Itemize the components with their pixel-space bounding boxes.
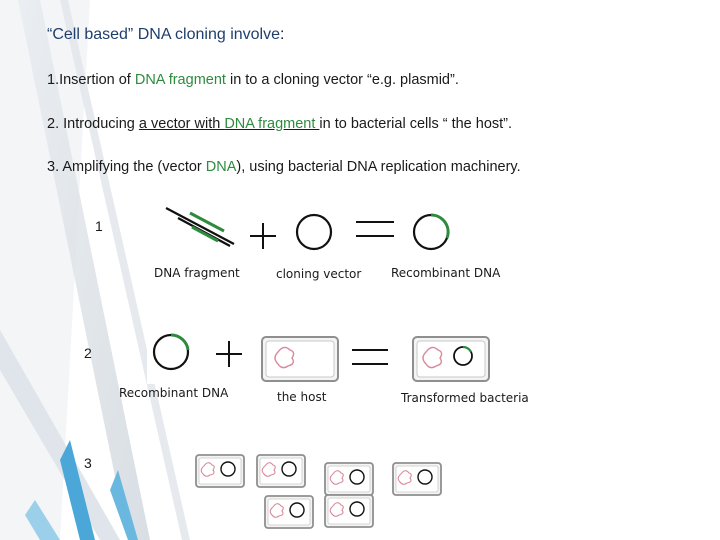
equals-icon (352, 349, 388, 365)
plus-icon (250, 223, 276, 249)
transformed-bacteria-icon (412, 336, 490, 382)
bacterium-icon (256, 454, 306, 488)
slide-title: “Cell based” DNA cloning involve: (47, 26, 284, 44)
bacterium-icon (324, 462, 374, 496)
recombinant-dna-label: Recombinant DNA (391, 266, 501, 280)
step-3: 3. Amplifying the (vector DNA), using ba… (47, 159, 521, 175)
row-2-number: 2 (84, 345, 92, 361)
step-highlight: DNA fragment (224, 116, 320, 132)
host-label: the host (277, 390, 327, 404)
cloning-vector-label: cloning vector (276, 267, 362, 281)
step-text: Introducing (59, 116, 139, 132)
title-quoted: “Cell based” (47, 26, 134, 43)
row-1-number: 1 (95, 218, 103, 234)
step-number: 1. (47, 72, 60, 88)
title-colon: : (280, 26, 285, 43)
bacterium-icon (264, 495, 314, 529)
bacterium-icon (195, 454, 245, 488)
bacterium-icon (392, 462, 442, 496)
step-text: ), using bacterial DNA replication machi… (236, 159, 521, 175)
step-text: in to a cloning vector “e.g. plasmid”. (225, 72, 459, 88)
step-2: 2. Introducing a vector with DNA fragmen… (47, 116, 512, 132)
step-number: 2. (47, 116, 60, 132)
cloning-vector-icon (295, 213, 333, 251)
step-text: Insertion of (59, 72, 135, 88)
title-rest: DNA cloning involve (133, 26, 281, 43)
step-number: 3. (47, 159, 60, 175)
host-cell-icon (261, 336, 339, 382)
row-3-number: 3 (84, 455, 92, 471)
dna-fragment-label: DNA fragment (154, 266, 240, 280)
step-text: Amplifying the (vector (59, 159, 206, 175)
dna-fragment-icon (165, 207, 235, 247)
step-highlight: DNA fragment (134, 72, 226, 88)
plus-icon (216, 341, 242, 367)
step-1: 1.Insertion of DNA fragment in to a clon… (47, 72, 459, 88)
bacterium-icon (324, 494, 374, 528)
recombinant-dna-icon (152, 333, 190, 371)
equals-icon (356, 221, 394, 237)
recombinant-dna-icon (412, 213, 450, 251)
step-text: in to bacterial cells “ the host”. (319, 116, 513, 132)
step-underlined: a vector with (138, 116, 225, 132)
step-highlight: DNA (205, 159, 237, 175)
recombinant-dna-label: Recombinant DNA (119, 386, 229, 400)
transformed-bacteria-label: Transformed bacteria (401, 391, 529, 405)
